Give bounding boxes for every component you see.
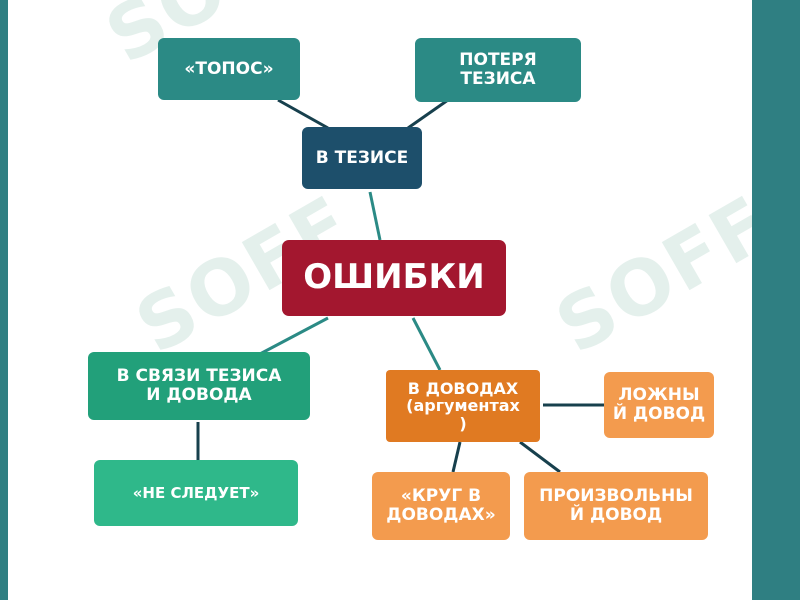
node-topos-label: «ТОПОС» xyxy=(184,58,274,79)
connector-center-link xyxy=(257,316,329,357)
node-thesis-argument-link-label: В СВЯЗИ ТЕЗИСА И ДОВОДА xyxy=(116,366,282,405)
connector-lines xyxy=(196,98,606,474)
node-errors-center-label: ОШИБКИ xyxy=(303,257,485,298)
node-thesis-argument-link: В СВЯЗИ ТЕЗИСА И ДОВОДА xyxy=(88,352,310,420)
connector-thesis-loss xyxy=(407,98,449,130)
node-not-follow-label: «НЕ СЛЕДУЕТ» xyxy=(132,483,260,502)
connector-thesis-topos xyxy=(277,98,329,130)
node-not-follow: «НЕ СЛЕДУЕТ» xyxy=(94,460,298,526)
connector-center-args xyxy=(411,317,442,371)
node-arbitrary-argument-label: ПРОИЗВОЛЬНЫ Й ДОВОД xyxy=(539,486,693,525)
node-thesis-loss: ПОТЕРЯ ТЕЗИСА xyxy=(415,38,581,102)
node-errors-center: ОШИБКИ xyxy=(282,240,506,316)
connector-center-thesis xyxy=(368,191,382,241)
node-topos: «ТОПОС» xyxy=(158,38,300,100)
node-in-arguments: В ДОВОДАХ (аргументах ) xyxy=(386,370,540,442)
node-arbitrary-argument: ПРОИЗВОЛЬНЫ Й ДОВОД xyxy=(524,472,708,540)
node-false-argument: ЛОЖНЫ Й ДОВОД xyxy=(604,372,714,438)
node-in-thesis-label: В ТЕЗИСЕ xyxy=(315,147,409,168)
connector-args-arbitrary xyxy=(519,440,561,474)
node-circle-in-arguments-label: «КРУГ В ДОВОДАХ» xyxy=(386,486,496,525)
connector-args-circle xyxy=(451,441,462,473)
node-circle-in-arguments: «КРУГ В ДОВОДАХ» xyxy=(372,472,510,540)
node-false-argument-label: ЛОЖНЫ Й ДОВОД xyxy=(612,385,706,424)
node-thesis-loss-label: ПОТЕРЯ ТЕЗИСА xyxy=(459,50,537,89)
node-in-thesis: В ТЕЗИСЕ xyxy=(302,127,422,189)
diagram-canvas: SOFF SOFF SOFF «ТОПОС» ПОТЕРЯ ТЕЗИСА В Т… xyxy=(8,0,752,600)
node-in-arguments-label: В ДОВОДАХ (аргументах ) xyxy=(406,378,520,433)
